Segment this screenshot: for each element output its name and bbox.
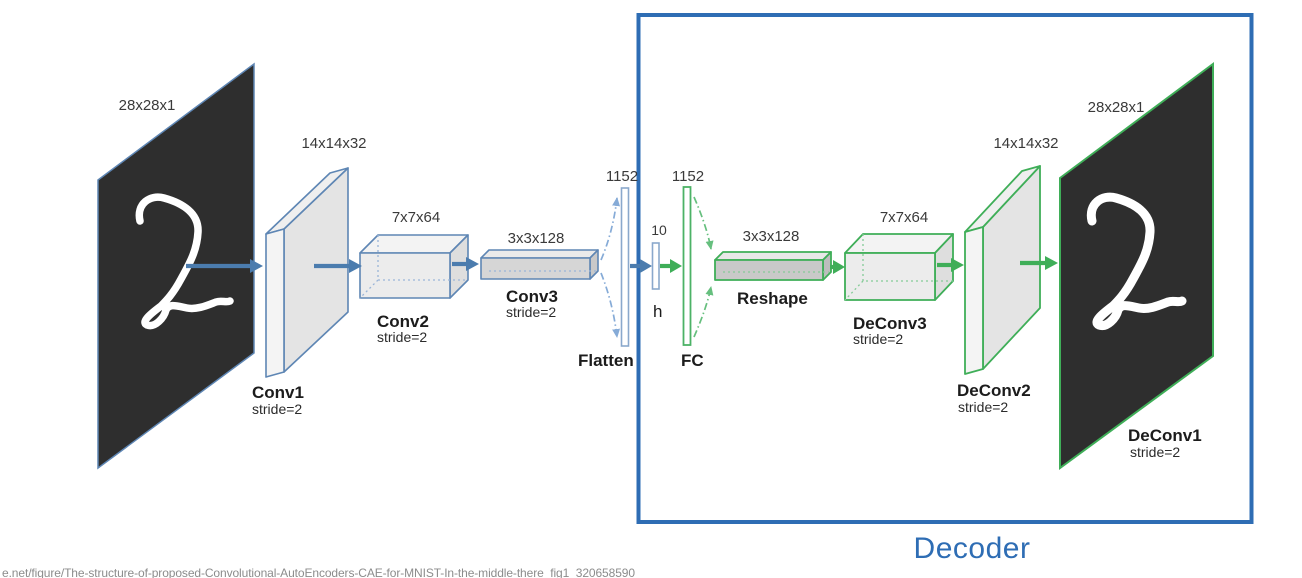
- conv3-layer: [480, 249, 599, 280]
- arrow-input-conv1: [186, 259, 263, 273]
- flatten-fan-bottom: [600, 272, 621, 338]
- conv2-name-label: Conv2: [377, 312, 429, 331]
- latent-vector-bar: [651, 242, 660, 290]
- reshape-layer: [714, 251, 832, 281]
- input-dims-label: 28x28x1: [119, 97, 176, 114]
- flatten-size-label: 1152: [606, 168, 638, 185]
- output-image: [1059, 62, 1214, 470]
- deconv2-dims-label: 14x14x32: [993, 135, 1058, 152]
- latent-size-label: 10: [651, 222, 667, 238]
- conv3-name-label: Conv3: [506, 287, 558, 306]
- conv2-dims-label: 7x7x64: [392, 209, 440, 226]
- conv1-name-label: Conv1: [252, 383, 304, 402]
- deconv3-dims-label: 7x7x64: [880, 209, 928, 226]
- conv2-stride-label: stride=2: [377, 329, 427, 345]
- deconv2-name-label: DeConv2: [957, 381, 1031, 400]
- source-caption: e.net/figure/The-structure-of-proposed-C…: [2, 566, 635, 578]
- arrow-deconv3-deconv2: [937, 258, 964, 272]
- deconv3-name-label: DeConv3: [853, 314, 927, 333]
- latent-name-label: h: [653, 302, 662, 321]
- fc-vector-bar: [682, 186, 692, 346]
- conv1-layer: [265, 167, 349, 378]
- deconv2-layer: [964, 165, 1041, 375]
- input-image: [97, 62, 255, 470]
- decoder-label: Decoder: [914, 532, 1031, 565]
- fc-name-label: FC: [681, 351, 704, 370]
- conv2-layer: [359, 234, 469, 299]
- conv1-dims-label: 14x14x32: [301, 135, 366, 152]
- flatten-fan-top: [600, 197, 621, 261]
- reshape-name-label: Reshape: [737, 289, 808, 308]
- fc-fan-top: [693, 196, 714, 250]
- deconv3-stride-label: stride=2: [853, 331, 903, 347]
- output-dims-label: 28x28x1: [1088, 99, 1145, 116]
- fc-fan-bottom: [693, 286, 714, 338]
- flatten-vector-bar: [620, 187, 630, 347]
- conv3-stride-label: stride=2: [506, 304, 556, 320]
- decoder-box: [636, 13, 1254, 524]
- arrow-flatten-latent: [630, 259, 652, 273]
- arrow-reshape-deconv3: [830, 260, 845, 274]
- arrow-latent-fc: [660, 259, 682, 273]
- arrow-conv1-conv2: [314, 259, 362, 273]
- reshape-dims-label: 3x3x128: [743, 228, 800, 245]
- deconv3-layer: [844, 233, 954, 301]
- deconv1-stride-label: stride=2: [1130, 444, 1180, 460]
- arrow-deconv2-output: [1020, 256, 1058, 270]
- conv3-dims-label: 3x3x128: [508, 230, 565, 247]
- flatten-name-label: Flatten: [578, 351, 634, 370]
- deconv1-name-label: DeConv1: [1128, 426, 1202, 445]
- deconv2-stride-label: stride=2: [958, 399, 1008, 415]
- fc-size-label: 1152: [672, 168, 704, 185]
- arrow-conv2-conv3: [452, 257, 479, 271]
- conv1-stride-label: stride=2: [252, 401, 302, 417]
